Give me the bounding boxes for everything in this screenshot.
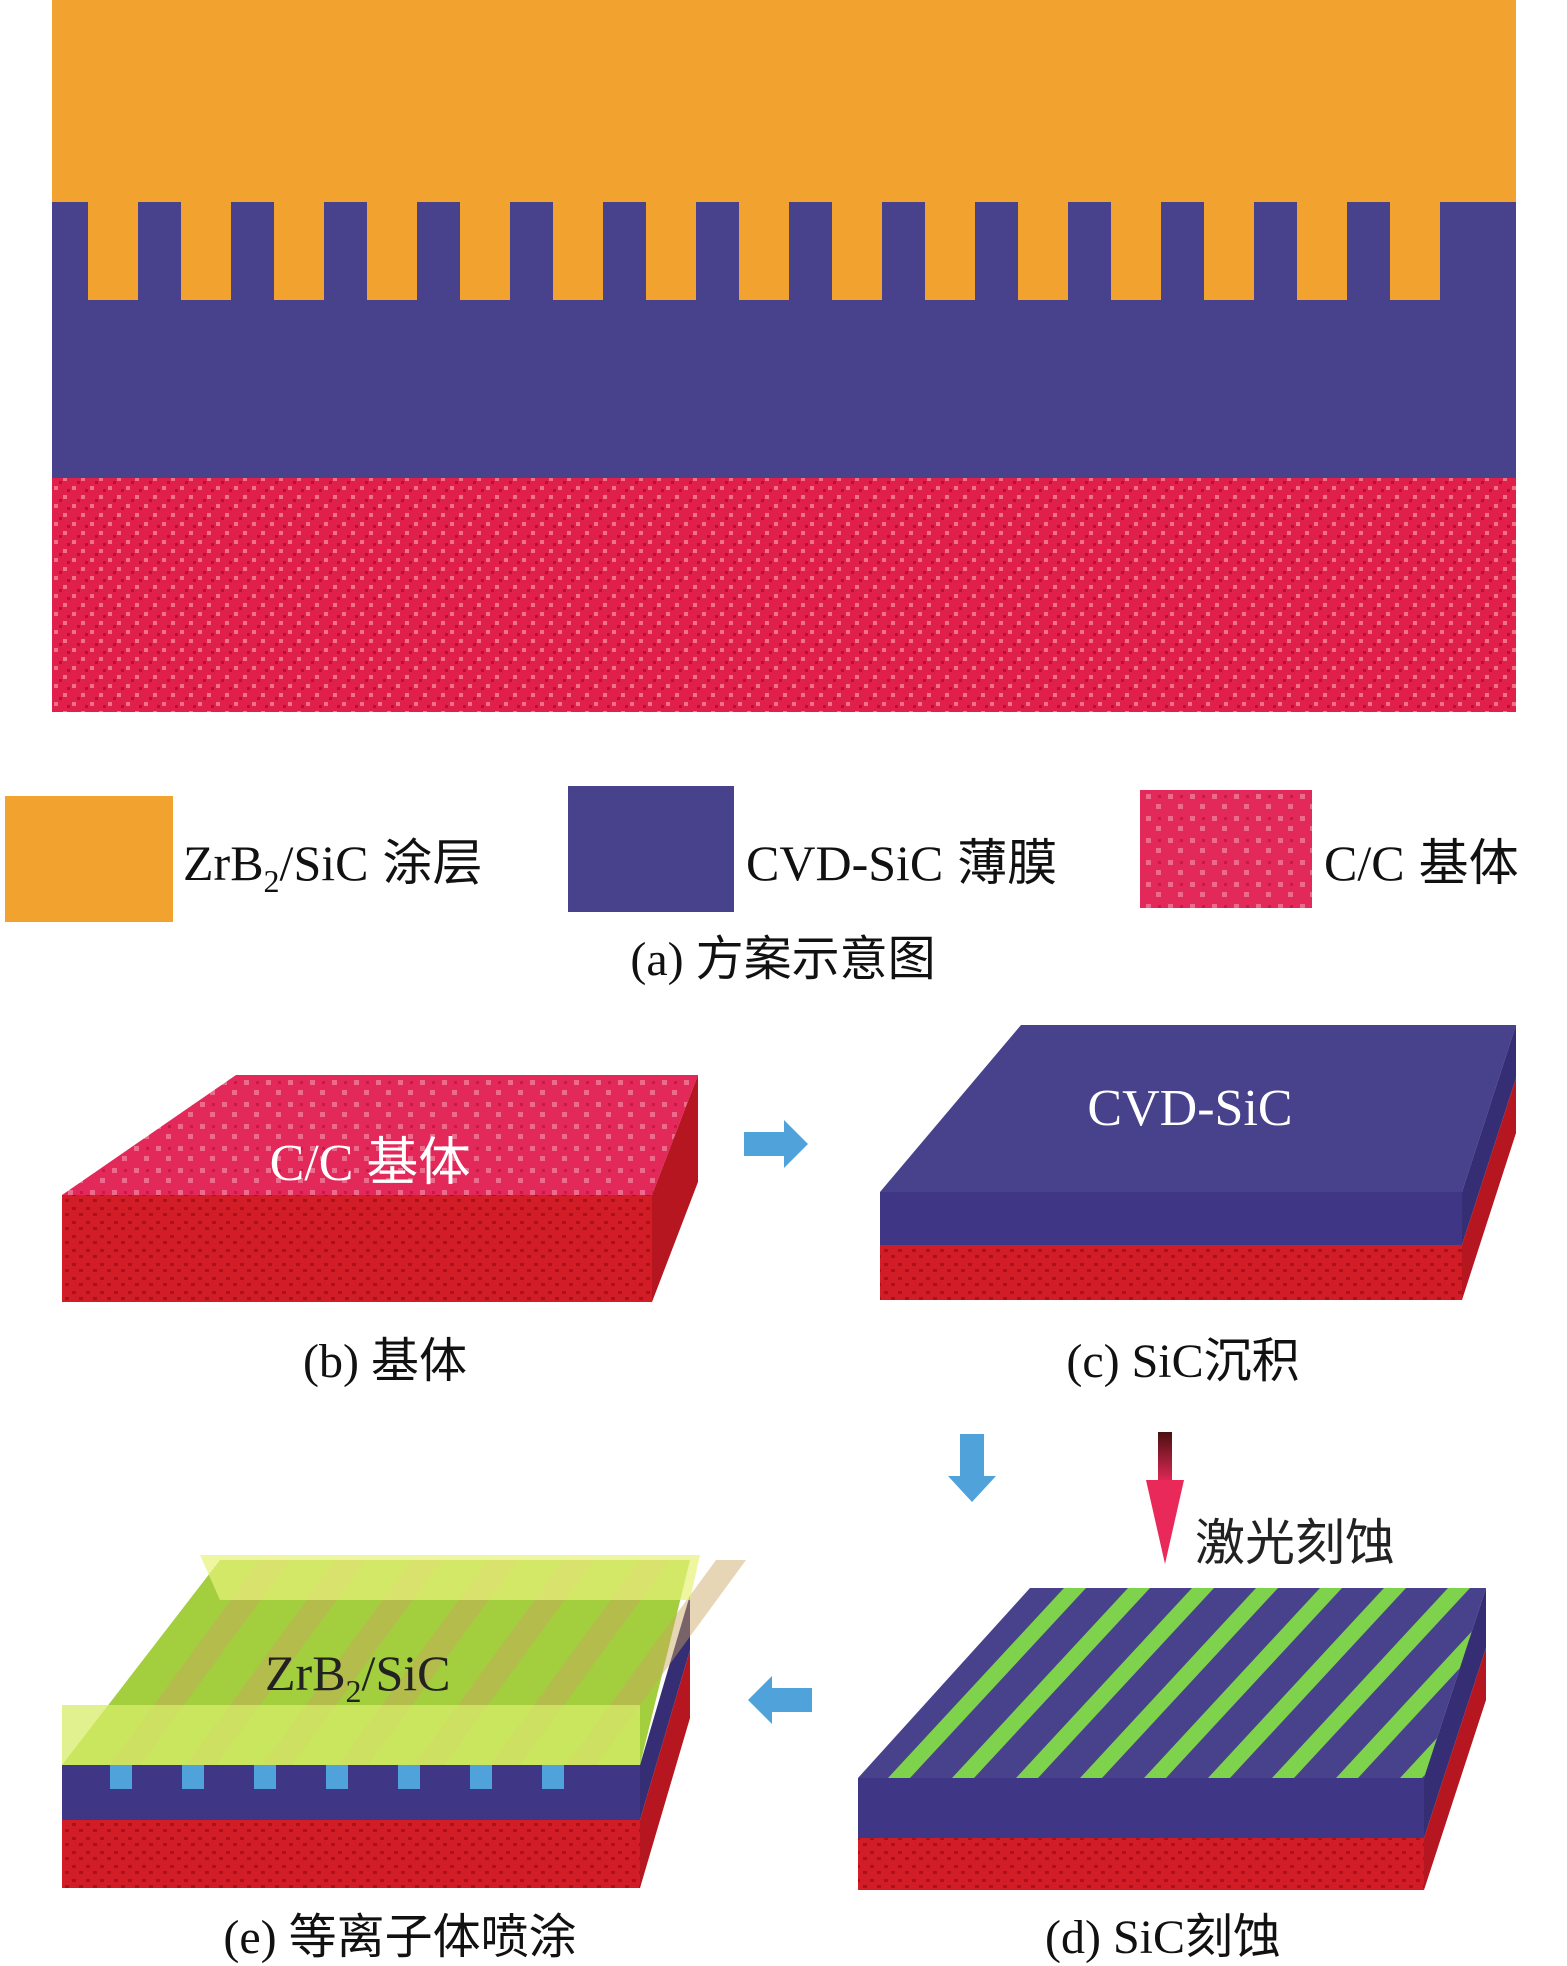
filled-groove (326, 1765, 348, 1789)
filled-groove (110, 1765, 132, 1789)
cross-section-scheme (52, 0, 1516, 712)
coating-tooth (367, 200, 417, 300)
block-e-label: ZrB2/SiC (265, 1645, 451, 1709)
coating-tooth (739, 200, 789, 300)
laser-groove (1272, 1588, 1470, 1778)
block-sic-etching: (d) SiC刻蚀 (858, 1588, 1486, 1964)
arrow-c-to-d (948, 1434, 996, 1502)
laser-groove (1080, 1588, 1278, 1778)
block-plasma-spraying: ZrB2/SiC (e) 等离子体喷涂 (62, 1555, 746, 1964)
block-c-front-sic (880, 1192, 1462, 1245)
coating-tooth (460, 200, 510, 300)
legend-swatch-film (568, 786, 734, 912)
block-e-front-cc (62, 1820, 640, 1888)
coating-tooth (274, 200, 324, 300)
laser-groove (952, 1588, 1150, 1778)
block-c-side-sic (1462, 1025, 1516, 1245)
coating-teeth (88, 200, 1440, 300)
coating-tooth (646, 200, 696, 300)
filled-groove (470, 1765, 492, 1789)
block-d-front-sic (858, 1778, 1424, 1838)
caption-a: (a) 方案示意图 (630, 933, 935, 986)
filled-groove (254, 1765, 276, 1789)
block-e-coating-front (62, 1705, 640, 1765)
laser-groove (1144, 1588, 1342, 1778)
block-e-front-sic (62, 1765, 640, 1820)
coating-tooth (553, 200, 603, 300)
block-c-label: CVD-SiC (1087, 1080, 1292, 1137)
laser-groove (888, 1588, 1086, 1778)
block-substrate: C/C 基体 (b) 基体 (62, 1075, 698, 1388)
block-d-side-sic (1424, 1588, 1486, 1838)
block-b-front (62, 1195, 652, 1302)
caption-d: (d) SiC刻蚀 (1045, 1911, 1281, 1964)
block-b-side (652, 1075, 698, 1302)
coating-tooth (1111, 200, 1161, 300)
legend-swatch-coating (5, 796, 173, 922)
block-e-side-sic (640, 1595, 690, 1820)
legend-swatch-substrate (1140, 790, 1312, 908)
block-d-front-cc (858, 1838, 1424, 1890)
coating-tooth (832, 200, 882, 300)
arrow-b-to-c (744, 1120, 808, 1168)
caption-e: (e) 等离子体喷涂 (223, 1911, 576, 1964)
block-d-side-cc (1424, 1648, 1486, 1890)
filled-groove (398, 1765, 420, 1789)
block-b-label: C/C 基体 (270, 1135, 471, 1192)
coating-tooth (1297, 200, 1347, 300)
block-b-top (62, 1075, 698, 1195)
coating-tooth (925, 200, 975, 300)
coating-tooth (88, 200, 138, 300)
coating-tooth (1204, 200, 1254, 300)
laser-label: 激光刻蚀 (1195, 1515, 1395, 1571)
filled-groove (542, 1765, 564, 1789)
block-e-side-cc (640, 1650, 690, 1888)
block-c-side-cc (1462, 1078, 1516, 1300)
coating-tooth (1390, 200, 1440, 300)
coating-tooth (1018, 200, 1068, 300)
block-c-front-cc (880, 1245, 1462, 1300)
laser-beam: 激光刻蚀 (1146, 1432, 1395, 1571)
block-e-coating-glow (200, 1555, 700, 1600)
block-c-top (880, 1025, 1516, 1192)
cc-substrate-layer (52, 478, 1516, 712)
arrow-d-to-e (748, 1676, 812, 1724)
filled-groove (182, 1765, 204, 1789)
block-sic-deposition: CVD-SiC (c) SiC沉积 (880, 1025, 1516, 1388)
laser-groove (1016, 1588, 1214, 1778)
coating-tooth (181, 200, 231, 300)
laser-groove (1208, 1588, 1406, 1778)
caption-c: (c) SiC沉积 (1066, 1335, 1299, 1388)
block-e-filled-grooves (110, 1765, 564, 1789)
caption-b: (b) 基体 (303, 1335, 467, 1388)
